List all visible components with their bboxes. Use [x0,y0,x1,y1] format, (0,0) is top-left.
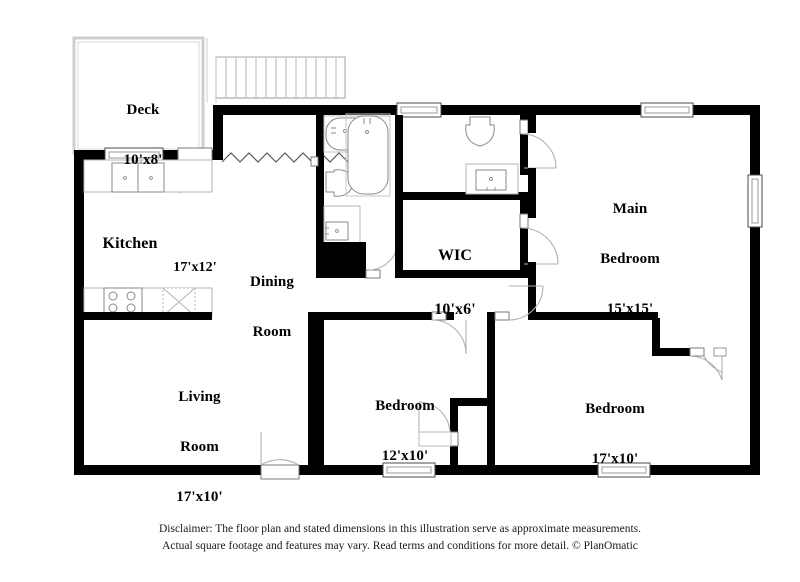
dining-solid-block [320,242,366,278]
kitchen-name: Kitchen [102,234,158,252]
disclaimer: Disclaimer: The floor plan and stated di… [0,521,800,554]
living-room-name-line2: Room [180,438,219,455]
window-icon [597,462,651,478]
bedroom3-closet-door [689,347,727,381]
wic-dimensions: 10'x6' [434,300,476,318]
window-icon [382,462,436,478]
disclaimer-line-1: Disclaimer: The floor plan and stated di… [158,523,642,535]
stair-run-icon [206,38,346,103]
deck-dimensions: 10'x8' [123,151,163,168]
hall-bath-door [365,242,399,279]
living-room-dimensions: 17'x10' [176,489,223,506]
window-icon [396,102,442,118]
main-bedroom-dimensions: 15'x15' [606,301,654,318]
dining-room-name-line1: Dining [250,273,294,290]
main-bedroom-walls [528,115,658,320]
bedroom-3-dimensions: 17'x10' [591,450,639,467]
hall-door [494,285,544,321]
room-label-bedroom-2: Bedroom 12'x10' [340,364,470,498]
sliding-partition-icon [221,152,349,163]
disclaimer-line-2: Actual square footage and features may v… [162,539,638,552]
window-icon [310,156,319,167]
bedroom-3-name: Bedroom [585,400,645,417]
room-label-kitchen-dimensions: 17'x12' [140,229,250,307]
room-label-deck: Deck 10'x8' [88,68,198,202]
bedroom2-door [431,311,467,355]
bedroom-2-name: Bedroom [375,397,435,414]
vanity-sink-icon [465,163,519,195]
window-icon [747,174,763,228]
main-bedroom-name-line2: Bedroom [600,250,660,267]
main-bedroom-name-line1: Main [612,200,648,217]
master-bath-walls [395,115,528,278]
deck-name: Deck [126,101,160,118]
wic-name: WIC [437,246,473,264]
kitchen-living-divider-wall [74,312,212,320]
kitchen-sink-icon [111,160,165,193]
shower-tub-icon [345,113,391,197]
room-label-bedroom-3: Bedroom 17'x10' [545,367,685,501]
room-label-wic: WIC 10'x6' [400,211,510,354]
living-hall-wall [308,312,318,475]
deck-outline [72,36,205,155]
bedroom2-closet-door [418,401,459,447]
front-door [260,432,300,480]
room-label-dining-room: Dining Room [222,240,322,374]
kitchen-dimensions: 17'x12' [173,260,217,276]
room-label-main-bedroom: Main Bedroom 15'x15' [555,167,705,352]
room-label-kitchen: Kitchen [60,199,200,289]
living-room-name-line1: Living [178,388,221,405]
kitchen-dishwasher-icon [162,287,196,317]
dining-room-name-line2: Room [252,323,292,340]
toilet-icon [465,116,495,147]
bedroom3-closet-walls [652,318,700,356]
room-label-living-room: Living Room 17'x10' [142,355,257,540]
kitchen-range-icon [103,287,143,317]
window-icon [640,102,694,118]
bedroom-2-dimensions: 12'x10' [381,447,429,464]
